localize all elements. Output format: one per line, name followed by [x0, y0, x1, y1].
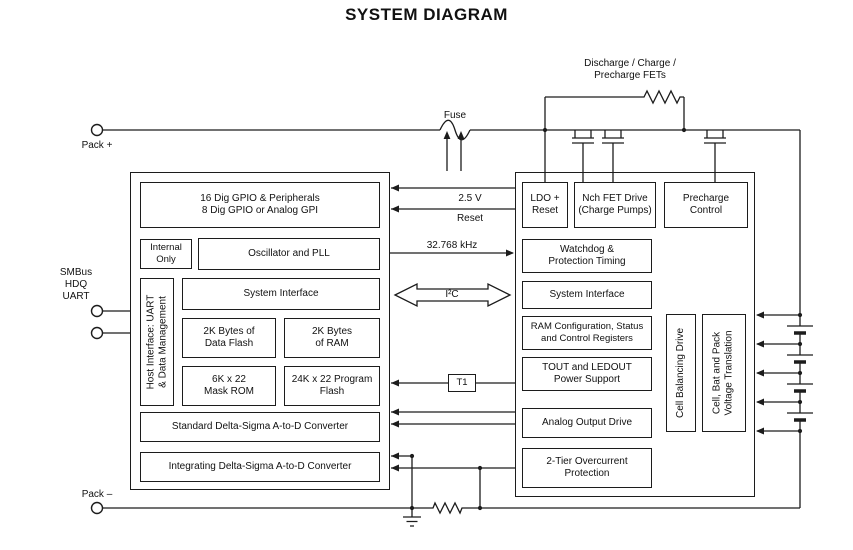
- block-cell-balancing: Cell Balancing Drive: [666, 314, 696, 432]
- block-mask-rom: 6K x 22 Mask ROM: [182, 366, 276, 406]
- block-data-flash: 2K Bytes of Data Flash: [182, 318, 276, 358]
- block-host-interface: Host Interface: UART & Data Management: [140, 278, 174, 406]
- i2c-label: I²C: [445, 289, 459, 300]
- block-cell-balancing-label: Cell Balancing Drive: [675, 327, 687, 419]
- block-host-interface-label: Host Interface: UART & Data Management: [145, 294, 169, 390]
- block-voltage-translation-label: Cell, Bat and Pack Voltage Translation: [712, 330, 735, 416]
- wire-sense-1: [391, 455, 413, 508]
- fuse-sense-stubs: [446, 134, 462, 171]
- discharge-fet-symbol: [572, 130, 594, 182]
- charge-fet-symbol: [602, 130, 624, 182]
- block-overcurrent: 2-Tier Overcurrent Protection: [522, 448, 652, 488]
- block-standard-adc: Standard Delta-Sigma A-to-D Converter: [140, 412, 380, 442]
- fets-label: Discharge / Charge / Precharge FETs: [584, 58, 676, 81]
- page-title: SYSTEM DIAGRAM: [345, 5, 508, 24]
- block-gpio: 16 Dig GPIO & Peripherals 8 Dig GPIO or …: [140, 182, 380, 228]
- i2c-bus-arrow: [393, 282, 512, 308]
- pack-minus-label: Pack –: [81, 489, 113, 500]
- pack-minus-terminal: [90, 501, 104, 515]
- block-oscillator-pll: Oscillator and PLL: [198, 238, 380, 270]
- block-voltage-translation: Cell, Bat and Pack Voltage Translation: [702, 314, 746, 432]
- wire-sense-2: [391, 467, 515, 508]
- block-fet-drive: Nch FET Drive (Charge Pumps): [574, 182, 656, 228]
- block-internal-only: Internal Only: [140, 239, 192, 269]
- block-system-interface-left: System Interface: [182, 278, 380, 310]
- block-ram: 2K Bytes of RAM: [284, 318, 380, 358]
- sense-resistor: [430, 501, 465, 515]
- thermistor-box: T1: [448, 374, 476, 392]
- block-tout-ledout: TOUT and LEDOUT Power Support: [522, 357, 652, 391]
- comm-terminal-2: [90, 326, 104, 340]
- signal-clock-label: 32.768 kHz: [426, 240, 478, 251]
- battery-stack: [757, 314, 813, 432]
- block-ldo-reset: LDO + Reset: [522, 182, 568, 228]
- fuse-label: Fuse: [443, 110, 467, 121]
- block-ram-config: RAM Configuration, Status and Control Re…: [522, 316, 652, 350]
- block-watchdog: Watchdog & Protection Timing: [522, 239, 652, 273]
- comm-terminal-1: [90, 304, 104, 318]
- block-integrating-adc: Integrating Delta-Sigma A-to-D Converter: [140, 452, 380, 482]
- arrowheads: [391, 131, 764, 472]
- ground-symbol: [403, 508, 421, 527]
- precharge-fet-symbol: [704, 130, 726, 182]
- block-program-flash: 24K x 22 Program Flash: [284, 366, 380, 406]
- comm-bus-wires: [103, 310, 130, 334]
- junction-dots: [409, 127, 803, 511]
- block-precharge-control: Precharge Control: [664, 182, 748, 228]
- right-ic-block: [515, 172, 755, 497]
- pack-plus-rail: [103, 129, 801, 508]
- block-system-interface-right: System Interface: [522, 281, 652, 309]
- pack-plus-label: Pack +: [81, 140, 113, 151]
- fuse-symbol: [439, 119, 471, 141]
- signal-reset-label: Reset: [456, 213, 484, 224]
- precharge-resistor: [545, 89, 685, 130]
- pack-plus-terminal: [90, 123, 104, 137]
- signal-2v5-label: 2.5 V: [458, 193, 482, 204]
- block-analog-output: Analog Output Drive: [522, 408, 652, 438]
- comm-bus-label: SMBus HDQ UART: [59, 267, 93, 302]
- left-ic-block: [130, 172, 390, 490]
